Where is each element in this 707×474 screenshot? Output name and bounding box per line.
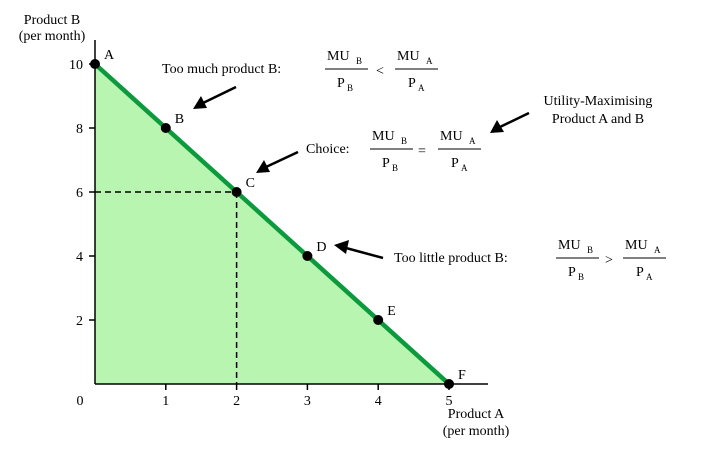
utility-arrow-shaft bbox=[499, 111, 530, 129]
choice-text: Choice: bbox=[306, 142, 350, 157]
point-e bbox=[373, 315, 384, 325]
point-a bbox=[90, 59, 100, 69]
point-f bbox=[444, 379, 454, 389]
y-tick-label: 8 bbox=[76, 122, 83, 137]
x-tick-label: 3 bbox=[304, 394, 311, 409]
annotation-too-little: Too little product B: MU B P B > MU A P … bbox=[334, 238, 666, 282]
too-much-op: < bbox=[376, 64, 384, 79]
too-little-left-den: P bbox=[568, 265, 576, 280]
too-much-arrow-shaft bbox=[202, 85, 237, 105]
too-much-arrow-icon bbox=[193, 96, 207, 109]
too-much-right-den: P bbox=[408, 76, 416, 91]
y-tick-label: 4 bbox=[76, 250, 83, 265]
too-little-arrow-shaft bbox=[345, 246, 384, 260]
x-tick-label: 4 bbox=[375, 394, 382, 409]
too-much-left-den: P bbox=[337, 76, 345, 91]
utility-arrow-icon bbox=[490, 120, 504, 133]
point-label-a: A bbox=[104, 48, 115, 63]
too-little-text: Too little product B: bbox=[394, 251, 508, 266]
y-tick-label: 10 bbox=[69, 58, 83, 73]
too-much-right-den-sub: A bbox=[418, 83, 425, 93]
annotation-too-much: Too much product B: MU B P B < MU A P A bbox=[162, 49, 438, 109]
too-little-right-num-sub: A bbox=[654, 245, 661, 255]
choice-left-num-sub: B bbox=[401, 136, 407, 146]
choice-left-den-sub: B bbox=[392, 163, 398, 173]
utility-line2: Product A and B bbox=[552, 112, 644, 127]
x-axis-title-line2: (per month) bbox=[443, 424, 510, 439]
choice-right-num-sub: A bbox=[469, 136, 476, 146]
too-much-text: Too much product B: bbox=[162, 62, 281, 77]
tick-group: 1 2 3 4 5 2 4 6 8 10 bbox=[69, 58, 453, 409]
too-much-left-den-sub: B bbox=[347, 83, 353, 93]
choice-left-den: P bbox=[382, 156, 390, 171]
too-little-right-den: P bbox=[636, 265, 644, 280]
point-b bbox=[160, 123, 171, 133]
too-little-right-num: MU bbox=[625, 238, 648, 253]
choice-right-den-sub: A bbox=[461, 163, 468, 173]
y-tick-label: 6 bbox=[76, 186, 83, 201]
too-little-right-den-sub: A bbox=[646, 272, 653, 282]
utility-line1: Utility-Maximising bbox=[544, 94, 653, 109]
choice-arrow-icon bbox=[256, 160, 270, 173]
annotation-utility: Utility-Maximising Product A and B bbox=[490, 94, 652, 133]
too-much-left-num-sub: B bbox=[356, 56, 362, 66]
x-axis-title-line1: Product A bbox=[448, 407, 505, 422]
budget-line bbox=[92, 61, 452, 387]
x-tick-label: 1 bbox=[162, 394, 169, 409]
choice-right-den: P bbox=[451, 156, 459, 171]
y-axis-title-line2: (per month) bbox=[19, 29, 86, 44]
too-little-arrow-icon bbox=[334, 240, 349, 254]
point-label-c: C bbox=[246, 176, 255, 191]
choice-right-num: MU bbox=[440, 129, 463, 144]
too-little-left-num-sub: B bbox=[587, 245, 593, 255]
point-c bbox=[231, 187, 242, 197]
annotation-choice: Choice: MU B P B = MU A P A bbox=[256, 129, 481, 173]
y-axis-title-line1: Product B bbox=[24, 13, 80, 28]
point-label-d: D bbox=[316, 240, 326, 255]
x-tick-label: 2 bbox=[233, 394, 240, 409]
too-little-op: > bbox=[605, 253, 613, 268]
y-tick-label: 2 bbox=[76, 314, 83, 329]
choice-left-num: MU bbox=[372, 129, 395, 144]
too-much-left-num: MU bbox=[327, 49, 350, 64]
points-group: A B C D E F bbox=[90, 48, 466, 389]
x-tick-label: 5 bbox=[446, 394, 453, 409]
too-much-right-num-sub: A bbox=[426, 56, 433, 66]
point-d bbox=[302, 251, 313, 261]
choice-arrow-shaft bbox=[265, 150, 299, 169]
too-much-right-num: MU bbox=[397, 49, 420, 64]
point-label-e: E bbox=[387, 304, 396, 319]
origin-label: 0 bbox=[77, 394, 84, 409]
too-little-left-num: MU bbox=[558, 238, 581, 253]
too-little-left-den-sub: B bbox=[578, 272, 584, 282]
choice-guides bbox=[95, 191, 238, 384]
point-label-f: F bbox=[458, 368, 466, 383]
point-label-b: B bbox=[175, 112, 184, 127]
choice-op: = bbox=[418, 144, 426, 159]
